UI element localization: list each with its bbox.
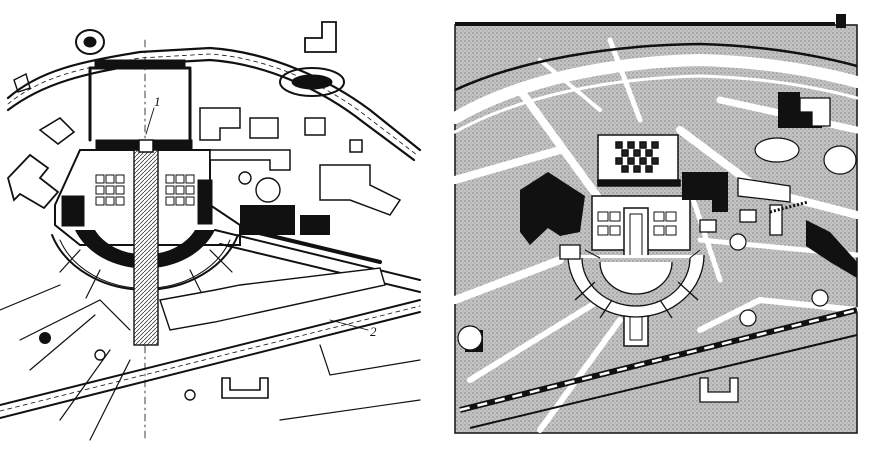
white-buildings	[559, 97, 831, 403]
railway-strip	[454, 42, 858, 92]
left-site-plan: 1 2	[0, 21, 422, 441]
central-mall	[133, 149, 159, 346]
lower-railway	[0, 299, 421, 419]
right-buildings	[199, 107, 402, 216]
lower-railway-right	[459, 307, 858, 429]
left-wing	[6, 153, 60, 210]
diagonal-road	[214, 229, 421, 293]
grid-blocks	[95, 174, 195, 206]
right-site-plan	[449, 14, 863, 434]
amphitheatre	[75, 230, 215, 269]
callout-marker-1: 1	[154, 94, 161, 109]
upper-courtyard	[88, 66, 192, 150]
street-network	[449, 37, 863, 433]
semicircular-park	[567, 254, 705, 319]
callout-marker-2: 2	[370, 324, 377, 339]
u-building	[221, 377, 269, 399]
lower-streets	[0, 284, 131, 441]
upper-railway	[6, 46, 422, 162]
loop-road	[279, 67, 345, 97]
roundabout	[75, 29, 105, 55]
